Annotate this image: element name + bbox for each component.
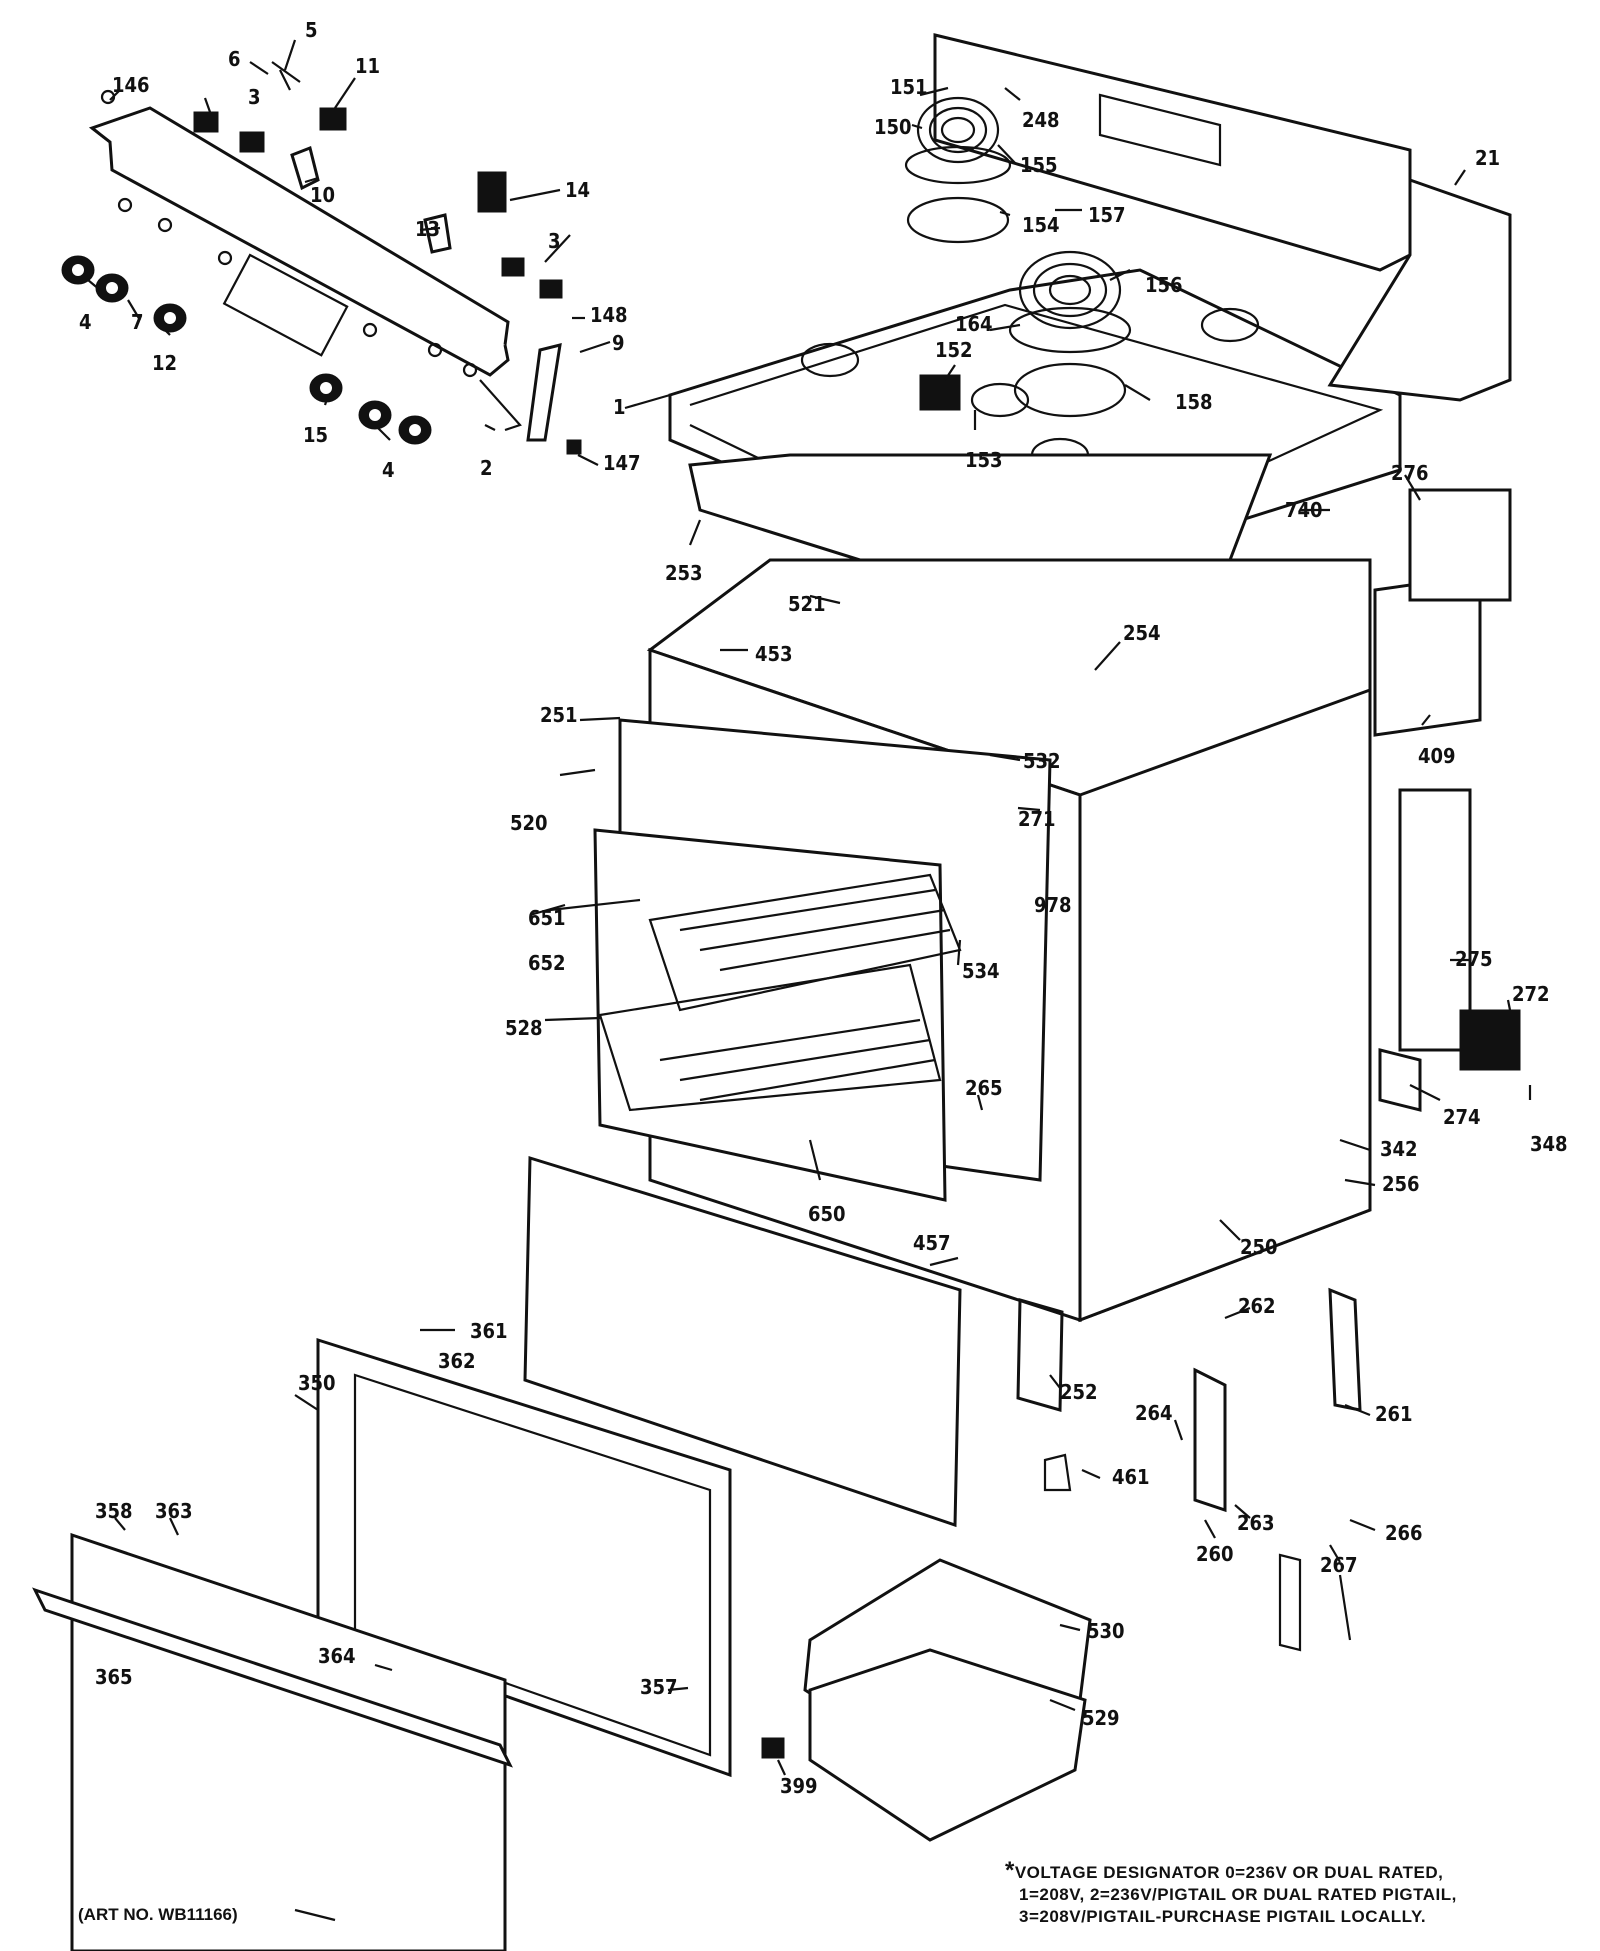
part-number-label: 4: [79, 310, 92, 334]
part-number-label: 534: [962, 959, 1000, 983]
part-number-label: 528: [505, 1016, 543, 1040]
part-number-label: 2: [480, 456, 493, 480]
part-number-label: 409: [1418, 744, 1456, 768]
part-number-label: 13: [415, 217, 440, 241]
part-number-label: 521: [788, 592, 826, 616]
voltage-designator-note: *VOLTAGE DESIGNATOR 0=236V OR DUAL RATED…: [1005, 1857, 1457, 1928]
part-number-label: 651: [528, 906, 566, 930]
part-number-label: 262: [1238, 1294, 1276, 1318]
part-number-label: 348: [1530, 1132, 1568, 1156]
part-number-label: 740: [1285, 498, 1323, 522]
part-number-label: 261: [1375, 1402, 1413, 1426]
part-number-label: 5: [305, 18, 318, 42]
part-number-label: 271: [1018, 807, 1056, 831]
part-number-label: 157: [1088, 203, 1126, 227]
part-number-label: 3: [248, 85, 261, 109]
note-line-1: VOLTAGE DESIGNATOR 0=236V OR DUAL RATED,: [1014, 1863, 1444, 1882]
part-number-label: 272: [1512, 982, 1550, 1006]
part-number-label: 650: [808, 1202, 846, 1226]
part-number-label: 12: [152, 351, 177, 375]
part-number-label: 151: [890, 75, 928, 99]
part-number-label: 10: [310, 183, 335, 207]
part-number-label: 264: [1135, 1401, 1173, 1425]
note-line-2: 1=208V, 2=236V/PIGTAIL OR DUAL RATED PIG…: [1019, 1885, 1457, 1904]
part-number-label: 530: [1087, 1619, 1125, 1643]
part-number-label: 520: [510, 811, 548, 835]
part-number-label: 148: [590, 303, 628, 327]
part-number-label: 150: [874, 115, 912, 139]
part-number-label: 529: [1082, 1706, 1120, 1730]
control-panel-drawing: [61, 61, 582, 455]
part-number-label: 276: [1391, 461, 1429, 485]
part-number-label: 248: [1022, 108, 1060, 132]
part-number-label: 4: [382, 458, 395, 482]
part-number-label: 274: [1443, 1105, 1481, 1129]
part-number-label: 154: [1022, 213, 1060, 237]
art-number-label: (ART NO. WB11166): [78, 1905, 238, 1924]
part-number-label: 158: [1175, 390, 1213, 414]
part-number-label: 260: [1196, 1542, 1234, 1566]
part-number-label: 363: [155, 1499, 193, 1523]
part-number-label: 21: [1475, 146, 1500, 170]
part-number-label: 350: [298, 1371, 336, 1395]
part-number-label: 147: [603, 451, 641, 475]
part-number-label: 256: [1382, 1172, 1420, 1196]
part-number-label: 252: [1060, 1380, 1098, 1404]
part-number-label: 253: [665, 561, 703, 585]
leader-lines: [87, 39, 1532, 1922]
part-number-label: 251: [540, 703, 578, 727]
part-number-label: 14: [565, 178, 590, 202]
door-parts-drawing: [32, 1155, 1362, 1951]
side-panel-drawing: [1327, 177, 1512, 402]
part-number-label: 275: [1455, 947, 1493, 971]
part-number-label: 250: [1240, 1235, 1278, 1259]
part-number-label: 267: [1320, 1553, 1358, 1577]
part-number-label: 155: [1020, 153, 1058, 177]
part-number-label: 3: [548, 229, 561, 253]
part-number-label: 153: [965, 448, 1003, 472]
part-number-label: 11: [355, 54, 380, 78]
part-number-label: 532: [1023, 749, 1061, 773]
part-number-label: 15: [303, 423, 328, 447]
part-number-label: 265: [965, 1076, 1003, 1100]
part-number-label: 457: [913, 1231, 951, 1255]
part-number-label: 652: [528, 951, 566, 975]
part-number-label: 362: [438, 1349, 476, 1373]
part-number-label: 263: [1237, 1511, 1275, 1535]
part-number-label: 364: [318, 1644, 356, 1668]
part-number-label: 164: [955, 312, 993, 336]
part-number-label: 7: [131, 310, 144, 334]
part-number-label: 453: [755, 642, 793, 666]
part-number-label: 461: [1112, 1465, 1150, 1489]
note-line-3: 3=208V/PIGTAIL-PURCHASE PIGTAIL LOCALLY.: [1019, 1907, 1427, 1926]
part-number-label: 365: [95, 1665, 133, 1689]
part-number-label: 146: [112, 73, 150, 97]
part-number-label: 399: [780, 1774, 818, 1798]
part-number-label: 978: [1034, 893, 1072, 917]
part-number-label: 6: [228, 47, 241, 71]
part-number-label: 254: [1123, 621, 1161, 645]
part-number-label: 266: [1385, 1521, 1423, 1545]
oven-body-drawing: [593, 488, 1521, 1323]
part-number-label: 342: [1380, 1137, 1418, 1161]
part-number-label: 9: [612, 331, 625, 355]
part-number-label: 156: [1145, 273, 1183, 297]
part-number-label: 1: [613, 395, 626, 419]
part-number-label: 358: [95, 1499, 133, 1523]
part-number-label: 152: [935, 338, 973, 362]
part-number-label: 361: [470, 1319, 508, 1343]
note-asterisk: *: [1005, 1857, 1015, 1884]
part-number-label: 357: [640, 1675, 678, 1699]
